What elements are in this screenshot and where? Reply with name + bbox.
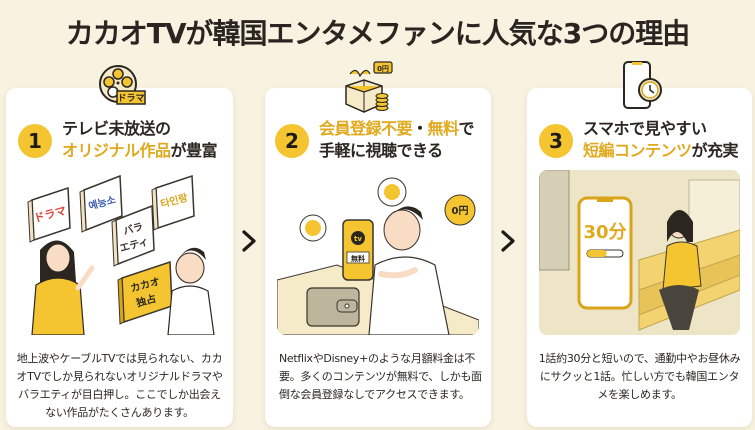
heading-line-1: スマホで見やすい [583,119,707,138]
phone-clock-icon [622,61,662,109]
heading-separator: ・ [412,119,428,138]
heading-line-1: 会員登録不要・無料で [319,118,475,140]
smiley-bubble-icon [377,177,407,207]
svg-text:バラ: バラ [122,221,144,238]
card-description: 1話約30分と短いので、通勤中やお昼休みにサクッと1話。忙しい方でも韓国エンタメ… [538,352,741,401]
heading-highlight: オリジナル作品 [62,141,171,160]
laughing-bubble-icon [299,214,327,242]
woman-on-phone [659,210,702,330]
progress-fill [587,250,607,257]
heading-highlight-1: 会員登録不要 [319,119,413,138]
man-figure [368,206,450,335]
tv-logo: tv [354,235,362,243]
reason-card-3: 3 スマホで見やすい 短編コンテンツが充実 30分 1話約30分と短いので、通勤… [527,61,752,427]
heading-highlight-2: 無料 [427,119,460,138]
wallet-icon [306,287,360,327]
heading-rest: が充実 [691,141,739,160]
heading-rest: で [458,119,475,138]
gift-box-icon: 0円 [345,61,394,113]
card-heading: 1 テレビ未放送の オリジナル作品が豊富 [18,118,227,162]
film-reel-icon: ドラマ [98,65,146,105]
phone-time-text: 30分 [583,222,626,243]
sign-variety: バラ エティ [111,204,155,267]
card-heading: 2 会員登録不要・無料で 手軽に視聴できる [275,118,485,162]
number-badge: 1 [18,124,52,158]
heading-line-2: 手軽に視聴できる [319,141,443,160]
phone-label: 無料 [351,254,365,263]
chevron-right-icon [501,230,515,252]
card-heading: 3 スマホで見やすい 短編コンテンツが充実 [539,118,746,162]
reason-card-1: ドラマ 1 テレビ未放送の オリジナル作品が豊富 ドラマ 예능소 타인랑 [6,65,233,427]
heading-highlight: 短編コンテンツ [583,141,692,160]
heading-line-1: テレビ未放送の [62,119,171,138]
card-description: 地上波やケーブルTVでは見られない、カカオTVでしか見られないオリジナルドラマや… [16,352,223,419]
svg-text:0円: 0円 [452,205,469,217]
heading-rest: が豊富 [170,141,218,160]
man-figure [167,247,215,335]
chevron-right-icon [242,230,256,252]
price-bubble: 0円 [444,194,476,226]
icon-tag: 0円 [378,65,390,73]
card-description: NetflixやDisney+のような月額料金は不要。多くのコンテンツが無料で、… [279,352,482,401]
number-badge: 3 [539,124,573,158]
icon-tag: ドラマ [117,93,144,104]
coin-stack-icon [375,93,389,111]
phone-icon: tv 無料 [342,219,374,281]
number-badge: 2 [275,124,309,158]
woman-figure [31,240,95,335]
sign-drama: ドラマ [27,186,71,243]
standing-passenger [539,170,570,271]
sign-kakao-exclusive: カカオ 独占 [117,260,173,325]
page-title: カカオTVが韓国エンタメファンに人気な3つの理由 [65,17,690,50]
illustration-commute: 30分 [539,170,740,335]
illustration-original-content: ドラマ 예능소 타인랑 バラ エティ カカオ 独占 [18,170,221,335]
sign-korean-2: 타인랑 [151,174,195,231]
heading-line-2: 短編コンテンツが充実 [583,140,739,162]
heading-line-2: オリジナル作品が豊富 [62,140,218,162]
reason-card-2: 0円 2 会員登録不要・無料で 手軽に視聴できる [265,61,491,427]
phone-timer: 30分 [577,196,633,310]
sign-korean-1: 예능소 [79,174,123,233]
illustration-free-viewing: tv 無料 0円 [277,170,479,335]
